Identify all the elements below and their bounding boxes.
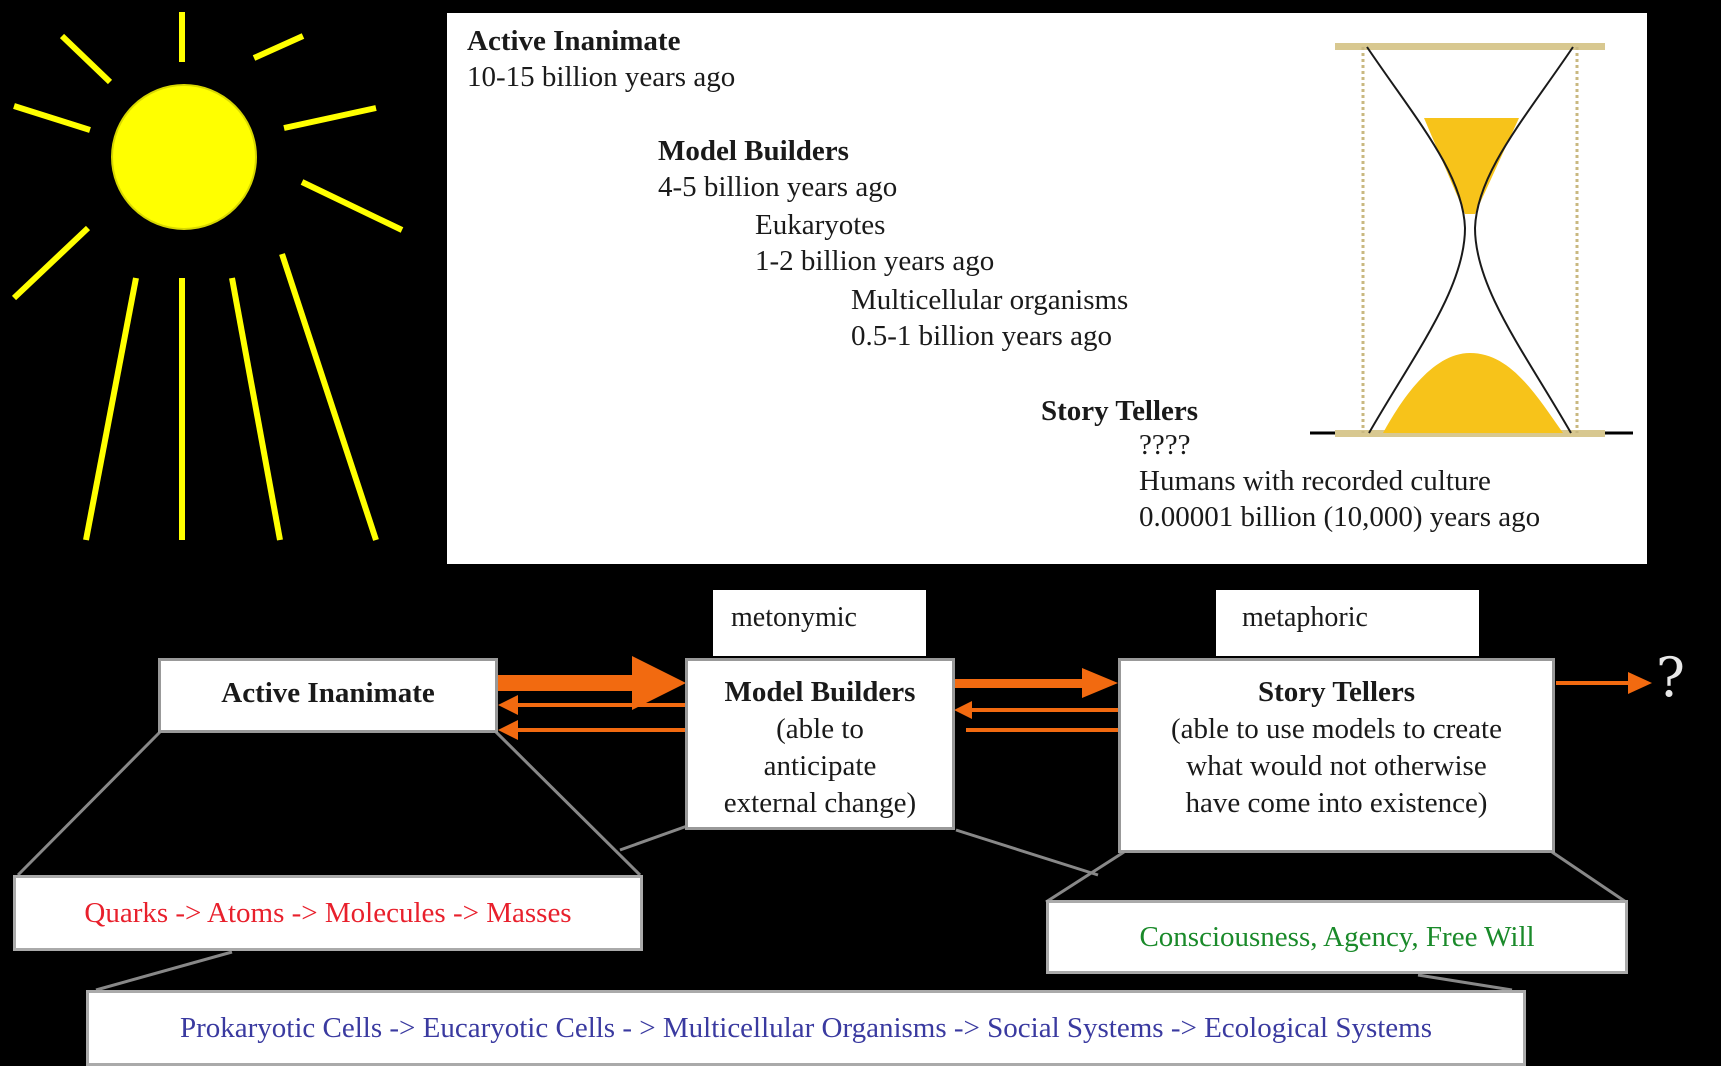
arrow-story-to-future bbox=[1556, 672, 1652, 694]
timeline-panel: Active Inanimate 10-15 billion years ago… bbox=[447, 13, 1647, 564]
connector-lines bbox=[16, 730, 1627, 992]
active-inanimate-box-title: Active Inanimate bbox=[221, 677, 435, 709]
timeline-multicellular-when: 0.5-1 billion years ago bbox=[851, 320, 1112, 352]
timeline-multicellular-title: Multicellular organisms bbox=[851, 284, 1129, 316]
arrow-model-to-story bbox=[955, 668, 1118, 698]
timeline-model-builders: Model Builders 4-5 billion years ago bbox=[658, 133, 897, 205]
timeline-story-tellers-title: Story Tellers bbox=[1041, 395, 1199, 427]
active-inanimate-box: Active Inanimate bbox=[158, 658, 498, 733]
arrow-active-to-model bbox=[497, 656, 686, 710]
sun-icon bbox=[11, 12, 404, 541]
arrow-story-to-model bbox=[954, 701, 1120, 732]
timeline-active-inanimate: Active Inanimate 10-15 billion years ago bbox=[467, 23, 735, 95]
timeline-story-tellers-humans: Humans with recorded culture bbox=[1139, 465, 1491, 497]
timeline-story-tellers-when: 0.00001 billion (10,000) years ago bbox=[1139, 501, 1541, 533]
model-builders-desc-line: (able to bbox=[776, 713, 864, 745]
metaphoric-label: metaphoric bbox=[1216, 590, 1479, 656]
timeline-story-tellers: ???? Humans with recorded culture 0.0000… bbox=[1139, 427, 1540, 535]
metonymic-label: metonymic bbox=[713, 590, 926, 656]
story-tellers-desc-line: have come into existence) bbox=[1185, 787, 1488, 819]
timeline-eukaryotes-when: 1-2 billion years ago bbox=[755, 245, 995, 277]
story-tellers-box-title: Story Tellers bbox=[1257, 676, 1416, 708]
story-tellers-desc-line: what would not otherwise bbox=[1186, 750, 1487, 782]
biological-sequence-box: Prokaryotic Cells -> Eucaryotic Cells - … bbox=[86, 990, 1526, 1066]
timeline-story-tellers-question: ???? bbox=[1139, 429, 1191, 461]
timeline-model-builders-when: 4-5 billion years ago bbox=[658, 171, 898, 203]
timeline-eukaryotes: Eukaryotes 1-2 billion years ago bbox=[755, 207, 994, 279]
story-tellers-box: Story Tellers (able to use models to cre… bbox=[1118, 658, 1555, 853]
physical-sequence-box: Quarks -> Atoms -> Molecules -> Masses bbox=[13, 875, 643, 951]
timeline-model-builders-title: Model Builders bbox=[658, 135, 849, 167]
timeline-active-inanimate-when: 10-15 billion years ago bbox=[467, 61, 736, 93]
timeline-multicellular: Multicellular organisms 0.5-1 billion ye… bbox=[851, 282, 1128, 354]
question-mark-icon: ? bbox=[1656, 646, 1685, 709]
story-tellers-desc-line: (able to use models to create bbox=[1171, 713, 1502, 745]
model-builders-desc-line: anticipate bbox=[763, 750, 877, 782]
model-builders-box-title: Model Builders bbox=[724, 676, 916, 708]
timeline-active-inanimate-title: Active Inanimate bbox=[467, 25, 681, 57]
mental-sequence-box: Consciousness, Agency, Free Will bbox=[1046, 900, 1628, 974]
hourglass-icon bbox=[1310, 43, 1633, 437]
timeline-eukaryotes-title: Eukaryotes bbox=[755, 209, 886, 241]
model-builders-box: Model Builders (able to anticipate exter… bbox=[685, 658, 955, 830]
model-builders-desc-line: external change) bbox=[723, 787, 917, 819]
flow-arrows bbox=[497, 656, 1652, 740]
arrow-model-to-active bbox=[498, 695, 686, 740]
